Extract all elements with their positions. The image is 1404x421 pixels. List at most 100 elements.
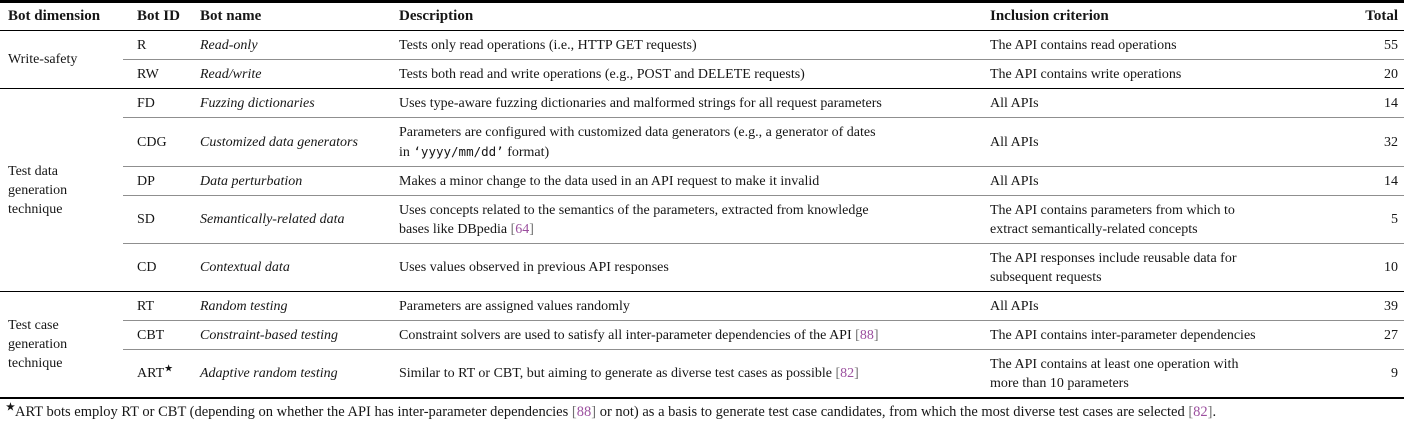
bot-name-cell: Read/write (200, 59, 399, 89)
bot-name-cell: Contextual data (200, 243, 399, 292)
col-header-description: Description (399, 1, 990, 31)
bot-id-cell: ART★ (123, 349, 200, 398)
text-run: format) (503, 144, 550, 160)
text-run: Uses type-aware fuzzing dictionaries and… (399, 95, 882, 111)
text-run: Constraint solvers are used to satisfy a… (399, 327, 856, 343)
inclusion-criterion-cell: All APIs (990, 291, 1336, 321)
total-cell: 5 (1336, 195, 1404, 244)
citation-bracket: ] (873, 327, 879, 343)
section-write-safety: Write-safety R Read-only Tests only read… (0, 31, 1404, 89)
bot-name-cell: Constraint-based testing (200, 320, 399, 350)
text-run: Parameters are configured with customize… (399, 124, 876, 140)
table-row-art: ART★ Adaptive random testing Similar to … (0, 349, 1404, 398)
description-cell: Uses values observed in previous API res… (399, 243, 990, 292)
table-row-dp: DP Data perturbation Makes a minor chang… (0, 166, 1404, 196)
text-run: Uses concepts related to the semantics o… (399, 202, 869, 218)
table-row-r: Write-safety R Read-only Tests only read… (0, 31, 1404, 68)
description-cell: Parameters are configured with customize… (399, 117, 990, 167)
star-icon: ★ (164, 363, 174, 375)
citation-link[interactable]: 88 (859, 327, 874, 343)
text-run: ART bots employ RT or CBT (depending on … (14, 404, 572, 420)
inclusion-criterion-cell: The API responses include reusable data … (990, 243, 1336, 292)
inclusion-criterion-cell: All APIs (990, 88, 1336, 118)
inclusion-criterion-cell: All APIs (990, 166, 1336, 196)
citation-bracket: [ (835, 366, 841, 381)
bot-id-cell: RT (123, 291, 200, 321)
total-cell: 55 (1384, 37, 1398, 53)
description-cell: Uses concepts related to the semantics o… (399, 195, 990, 244)
total-cell: 39 (1336, 291, 1404, 321)
bot-name-cell: Adaptive random testing (200, 349, 399, 398)
star-icon: ★ (6, 402, 15, 414)
citation-bracket: [ (855, 327, 860, 343)
citation-link[interactable]: 82 (1193, 404, 1208, 420)
total-cell: 14 (1336, 88, 1404, 118)
bot-id-cell: R (137, 37, 147, 53)
bot-name-cell: Random testing (200, 291, 399, 321)
inclusion-criterion-cell: The API contains inter-parameter depende… (990, 320, 1336, 350)
text-run: Makes a minor change to the data used in… (399, 173, 820, 189)
citation-bracket: ] (529, 221, 534, 237)
bot-id-cell: FD (123, 88, 200, 118)
bot-id-cell: RW (123, 59, 200, 89)
citation-link[interactable]: 82 (840, 366, 855, 381)
inclusion-criterion-cell: The API contains parameters from which t… (990, 195, 1336, 244)
header-row: Bot dimension Bot ID Bot name Descriptio… (0, 1, 1404, 31)
col-header-bot-name: Bot name (200, 1, 399, 31)
description-cell: Uses type-aware fuzzing dictionaries and… (399, 88, 990, 118)
bot-name-cell: Semantically-related data (200, 195, 399, 244)
description-cell: Makes a minor change to the data used in… (399, 166, 990, 196)
inclusion-criterion-cell: All APIs (990, 117, 1336, 167)
text-run: Uses values observed in previous API res… (399, 260, 669, 275)
total-cell: 27 (1336, 320, 1404, 350)
bot-id-label: ART (137, 366, 165, 381)
description-cell: Tests only read operations (i.e., HTTP G… (399, 31, 990, 60)
total-cell: 32 (1336, 117, 1404, 167)
inclusion-criterion-cell: The API contains write operations (990, 59, 1336, 89)
text-run: in (399, 144, 414, 160)
description-cell: Similar to RT or CBT, but aiming to gene… (399, 349, 990, 398)
text-run: Parameters are assigned values randomly (399, 298, 630, 314)
total-cell: 20 (1336, 59, 1404, 89)
citation-bracket: [ (510, 221, 516, 237)
col-header-bot-id: Bot ID (123, 1, 200, 31)
citation-bracket: ] (854, 366, 859, 381)
inline-code: ‘yyyy/mm/dd’ (413, 143, 504, 159)
bots-table: Bot dimension Bot ID Bot name Descriptio… (0, 0, 1404, 399)
text-run: . (1212, 404, 1217, 420)
total-cell: 10 (1336, 243, 1404, 292)
description-cell: Parameters are assigned values randomly (399, 291, 990, 321)
citation-link[interactable]: 64 (515, 221, 530, 237)
table-row-cdg: CDG Customized data generators Parameter… (0, 117, 1404, 167)
table-row-rw: RW Read/write Tests both read and write … (0, 59, 1404, 89)
table-row-cd: CD Contextual data Uses values observed … (0, 243, 1404, 292)
inclusion-criterion-cell: The API contains at least one operation … (990, 349, 1336, 398)
text-run: Similar to RT or CBT, but aiming to gene… (399, 366, 836, 381)
bot-name-cell: Customized data generators (200, 117, 399, 167)
table-footnote: ★ART bots employ RT or CBT (depending on… (0, 401, 1404, 421)
bot-id-cell: CDG (123, 117, 200, 167)
bot-id-cell: SD (123, 195, 200, 244)
bot-dimension-cell: Write-safety (8, 52, 78, 67)
total-cell: 14 (1336, 166, 1404, 196)
text-run: or not) as a basis to generate test case… (596, 404, 1189, 420)
inclusion-criterion-cell: The API contains read operations (990, 37, 1177, 53)
bot-id-cell: DP (123, 166, 200, 196)
description-cell: Constraint solvers are used to satisfy a… (399, 320, 990, 350)
text-run: Tests only read operations (i.e., HTTP G… (399, 37, 697, 53)
col-header-inclusion-criterion: Inclusion criterion (990, 1, 1336, 31)
bot-id-cell: CBT (123, 320, 200, 350)
table-row-cbt: CBT Constraint-based testing Constraint … (0, 320, 1404, 350)
total-cell: 9 (1336, 349, 1404, 398)
bot-name-cell: Fuzzing dictionaries (200, 88, 399, 118)
citation-link[interactable]: 88 (576, 404, 592, 420)
text-run: Tests both read and write operations (e.… (399, 66, 805, 82)
table-row-sd: SD Semantically-related data Uses concep… (0, 195, 1404, 244)
col-header-total: Total (1336, 1, 1404, 31)
bot-name-cell: Data perturbation (200, 166, 399, 196)
